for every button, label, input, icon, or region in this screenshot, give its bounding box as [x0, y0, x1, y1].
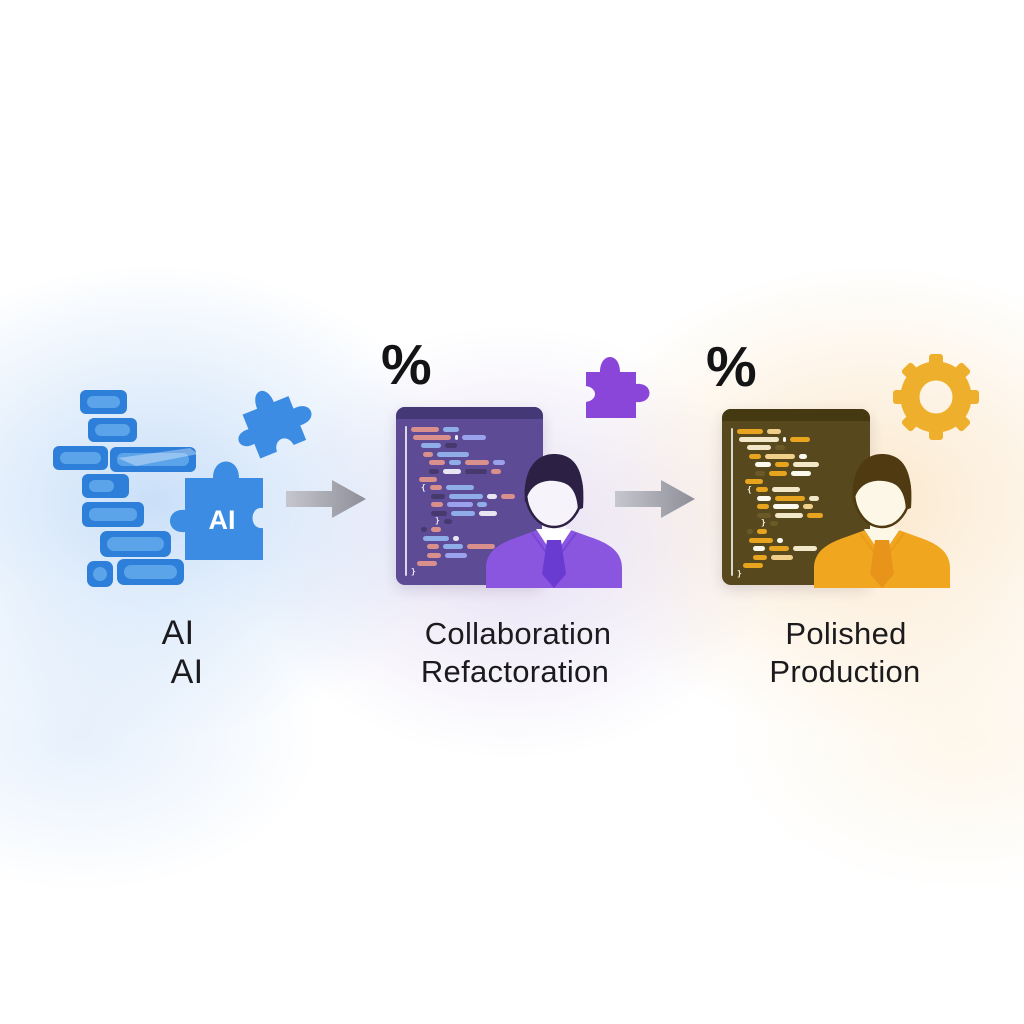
percent-symbol: % [706, 335, 757, 399]
stage3-label-line2: Production [769, 654, 921, 689]
stage2-label-line2: Refactoration [420, 654, 610, 689]
block-stack [53, 390, 198, 587]
person-avatar [814, 454, 950, 588]
arrow-right-icon [615, 480, 695, 518]
stage3-label-line1: Polished [785, 616, 907, 651]
code-blocks-icon [53, 390, 198, 587]
gear-icon [893, 354, 979, 440]
code-panel-collaboration: {}} [396, 407, 543, 585]
puzzle-ai-text: AI [209, 505, 236, 535]
indent-guide [405, 426, 407, 576]
avatar-hair [852, 454, 912, 510]
arrow-right-icon [286, 480, 366, 518]
code-panel-titlebar [396, 407, 543, 419]
code-lines: {}} [411, 425, 538, 580]
ai-puzzle-piece-icon: AI [170, 461, 263, 560]
puzzle-piece-icon [238, 390, 312, 459]
percent-symbol: % [381, 333, 432, 397]
indent-guide [731, 428, 733, 576]
avatar-hair [524, 454, 584, 510]
stage2-label-line1: Collaboration [424, 616, 612, 651]
avatar-tie [870, 540, 894, 588]
puzzle-piece-icon [586, 357, 650, 418]
avatar-tie [542, 540, 566, 588]
code-lines: {}} [737, 427, 865, 580]
stage1-label-line1: AI [161, 614, 195, 652]
person-avatar [486, 454, 622, 588]
code-panel-titlebar [722, 409, 870, 421]
stage1-label-line2: AI [170, 653, 204, 691]
